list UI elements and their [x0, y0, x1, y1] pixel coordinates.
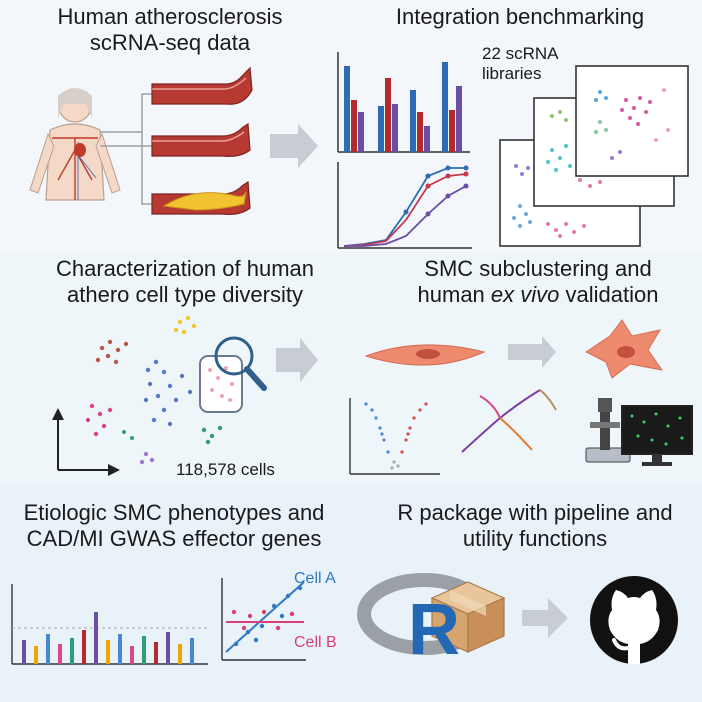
artery-icon: [151, 180, 251, 215]
arrow-icon: [508, 336, 556, 368]
panel-4-title-line-2-italic: ex vivo: [490, 282, 560, 307]
panel-4-title-line-1: SMC subclustering and: [424, 256, 652, 281]
smc-cell-icon: [364, 344, 486, 366]
panel-2-title: Integration benchmarking: [370, 4, 670, 30]
artery-connectors: [100, 93, 152, 205]
arrow-icon: [522, 598, 568, 638]
panel-2-title-line-1: Integration benchmarking: [395, 4, 645, 29]
monitor-icon: [621, 405, 693, 466]
panel-3-title-line-1: Characterization of human: [55, 256, 315, 281]
bar-chart-icon: [337, 52, 470, 153]
volcano-plot-icon: [349, 398, 440, 475]
human-body-icon: [29, 88, 121, 201]
correlation-plot-icon: [221, 578, 306, 661]
github-icon: [590, 576, 678, 664]
line-chart-icon: [337, 162, 472, 249]
r-logo-letter: R: [408, 590, 460, 670]
panel-5-title-line-1: Etiologic SMC phenotypes and: [23, 500, 325, 525]
artery-icon: [151, 122, 251, 157]
cell-a-label: Cell A: [294, 570, 336, 587]
panel-3-title: Characterization of human athero cell ty…: [20, 256, 350, 308]
cell-b-label: Cell B: [294, 634, 337, 651]
trajectory-icon: [461, 389, 557, 453]
panel-1-title-line-2: scRNA-seq data: [89, 30, 251, 55]
panel-5-title: Etiologic SMC phenotypes and CAD/MI GWAS…: [6, 500, 342, 552]
manhattan-plot-icon: [11, 584, 208, 665]
panel-4-title-line-2-prefix: human: [417, 282, 491, 307]
panel-6-title-line-1: R package with pipeline and: [397, 500, 673, 525]
panel-4-title-line-2: human ex vivo validation: [388, 282, 688, 308]
row-2-background: [0, 252, 702, 485]
panel-5-title-line-2: CAD/MI GWAS effector genes: [26, 526, 322, 551]
arrow-icon: [276, 338, 318, 382]
row-3-background: [0, 485, 702, 702]
libraries-label: 22 scRNA libraries: [482, 44, 559, 84]
arrow-icon: [270, 124, 318, 168]
umap-plot-icon: [499, 65, 689, 247]
smc-cell-icon: [585, 319, 664, 379]
panel-6-title: R package with pipeline and utility func…: [370, 500, 700, 552]
panel-6-title-line-2: utility functions: [462, 526, 608, 551]
artery-icon: [151, 66, 253, 105]
panel-1-title-line-1: Human atherosclerosis: [57, 4, 283, 29]
cell-umap-icon: [85, 315, 223, 465]
panel-1-title: Human atherosclerosis scRNA-seq data: [50, 4, 290, 56]
package-box-icon: [430, 581, 506, 653]
cell-count-label: 118,578 cells: [176, 460, 275, 479]
libraries-label-line-1: 22 scRNA: [482, 44, 559, 63]
microscope-icon: [585, 398, 631, 463]
magnifier-icon: [199, 336, 267, 413]
umap-axes: [52, 408, 120, 476]
panel-3-title-line-2: athero cell type diversity: [67, 282, 303, 307]
panel-4-title: SMC subclustering and human ex vivo vali…: [388, 256, 688, 308]
libraries-label-line-2: libraries: [482, 64, 542, 83]
panel-4-title-line-2-suffix: validation: [559, 282, 659, 307]
